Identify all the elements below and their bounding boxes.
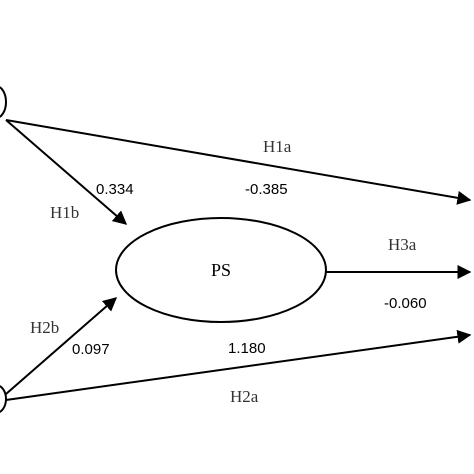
- h2a-coefficient: 1.180: [228, 340, 266, 357]
- source-node-bottom: [0, 385, 7, 413]
- source-node-top: [0, 86, 7, 118]
- h1a-coefficient: -0.385: [245, 181, 288, 198]
- edge-h1b: [5, 119, 128, 225]
- h2b-coefficient: 0.097: [72, 341, 110, 358]
- ps-node: [115, 217, 327, 323]
- edge-h2a: [5, 329, 472, 401]
- h2a-label: H2a: [230, 387, 259, 406]
- h1a-label: H1a: [263, 137, 292, 156]
- h1b-label: H1b: [50, 203, 79, 222]
- h3a-label: H3a: [388, 235, 417, 254]
- edge-h2b: [5, 297, 118, 395]
- edge-h1a: [5, 119, 472, 205]
- h3a-coefficient: -0.060: [384, 295, 427, 312]
- h2b-label: H2b: [30, 318, 59, 337]
- h1b-coefficient: 0.334: [96, 181, 134, 198]
- ps-node-label: PS: [211, 260, 231, 280]
